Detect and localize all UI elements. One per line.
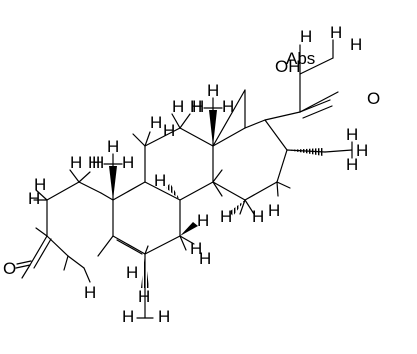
- h-label-c11a: H: [163, 121, 175, 140]
- ring-c-bonds: [144, 127, 214, 201]
- h-label-me10-c: H: [122, 153, 134, 172]
- ring-a-bonds: [29, 181, 114, 269]
- h-label-c1b: H: [88, 153, 100, 172]
- h-label-me6-a: H: [138, 287, 150, 306]
- h-label-me10-b: H: [92, 153, 104, 172]
- h-label-c2b: H: [28, 189, 40, 208]
- h-label-c15b: H: [268, 201, 280, 220]
- ring-hydrogens: [21, 113, 291, 283]
- ring-b-bonds: [112, 181, 181, 255]
- ring-d-bonds: [212, 89, 288, 201]
- h-label-me10-a: H: [107, 137, 119, 156]
- h-label-c7a: H: [190, 239, 202, 258]
- hashed-bond-c6-methyl: [141, 254, 149, 288]
- h-label-c9: H: [154, 171, 166, 190]
- ring-a-carbonyl: [15, 260, 32, 269]
- hashed-bond-c9-h: [166, 183, 180, 200]
- h-label-me13-c: H: [222, 97, 234, 116]
- h-label-ac-a: H: [330, 23, 342, 42]
- h-label-ac-c: H: [350, 35, 362, 54]
- h-label-c2a: H: [34, 175, 46, 194]
- oxygen-ketone-label: O: [3, 259, 16, 278]
- hydroxy-label: OH: [275, 57, 301, 76]
- h-label-c4: H: [84, 283, 96, 302]
- oxygen-acetyl-label: O: [367, 89, 380, 108]
- h-label-me13-a: H: [207, 81, 219, 100]
- h-label-me16-c: H: [346, 155, 358, 174]
- h-label-c1a: H: [70, 153, 82, 172]
- h-label-c15a: H: [252, 207, 264, 226]
- hashed-bond-c16-methyl: [287, 148, 323, 156]
- h-label-me6-b: H: [122, 307, 134, 326]
- wedge-bond-c8-h: [180, 222, 198, 236]
- h-label-c11b: H: [150, 113, 162, 132]
- h-label-ac-b: H: [300, 27, 312, 46]
- h-label-me6-c: H: [158, 307, 170, 326]
- h-label-c14: H: [220, 207, 232, 226]
- hashed-bond-c14-h: [229, 200, 245, 216]
- h-label-c7b: H: [199, 249, 211, 268]
- h-label-c12a: H: [172, 97, 184, 116]
- h-label-me16-a: H: [346, 125, 358, 144]
- wedge-bond-c13-methyl: [209, 110, 217, 146]
- h-label-me13-b: H: [192, 97, 204, 116]
- acetyl-bonds: [264, 39, 339, 121]
- h-label-c6: H: [126, 263, 138, 282]
- h-label-me16-b: H: [356, 141, 368, 160]
- h-label-c8: H: [197, 211, 209, 230]
- h-label-c12b: H: [190, 97, 202, 116]
- wedge-bond-c10-methyl: [109, 166, 117, 200]
- abs-label: Abs: [286, 49, 315, 68]
